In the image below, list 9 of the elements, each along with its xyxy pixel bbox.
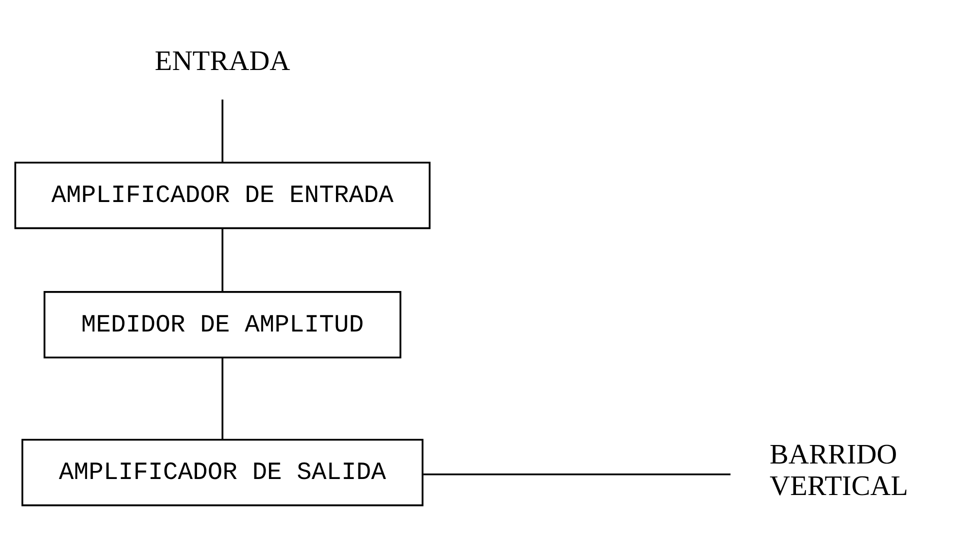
connector bbox=[222, 358, 224, 440]
connector bbox=[222, 228, 224, 292]
connector bbox=[423, 473, 730, 476]
connector bbox=[222, 100, 224, 162]
node-text: ENTRADA bbox=[154, 46, 290, 78]
node-box: AMPLIFICADOR DE ENTRADA bbox=[14, 162, 431, 230]
node-box: MEDIDOR DE AMPLITUD bbox=[44, 291, 402, 358]
node-box: AMPLIFICADOR DE SALIDA bbox=[21, 438, 424, 506]
node-text: BARRIDO VERTICAL bbox=[770, 439, 908, 502]
